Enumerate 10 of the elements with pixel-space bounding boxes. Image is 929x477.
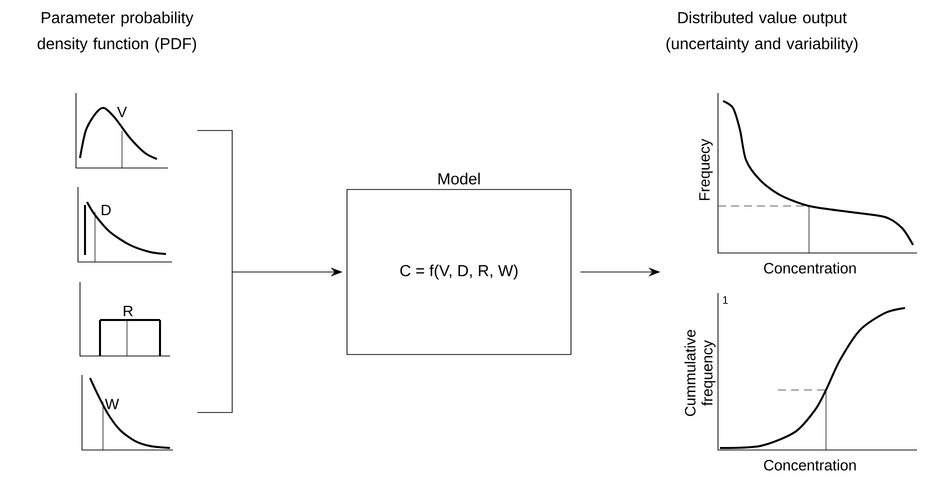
- heading: Distributed value output (uncertainty and variability): [666, 12, 858, 52]
- frequency-chart: Frequecy Concentration: [699, 92, 918, 274]
- distribution-plot: V: [76, 92, 168, 168]
- cumulative-frequency-chart: 1 Cummulative frequency Concentration: [684, 292, 918, 470]
- node-label: Model: [438, 172, 480, 184]
- distribution-plot: W: [82, 374, 174, 450]
- distribution-plot: R: [80, 282, 170, 356]
- model-box: Model C = f(V, D, R, W): [346, 172, 572, 355]
- distribution-plot: D: [78, 186, 172, 262]
- heading: Parameter probability density function (PDF): [38, 12, 196, 52]
